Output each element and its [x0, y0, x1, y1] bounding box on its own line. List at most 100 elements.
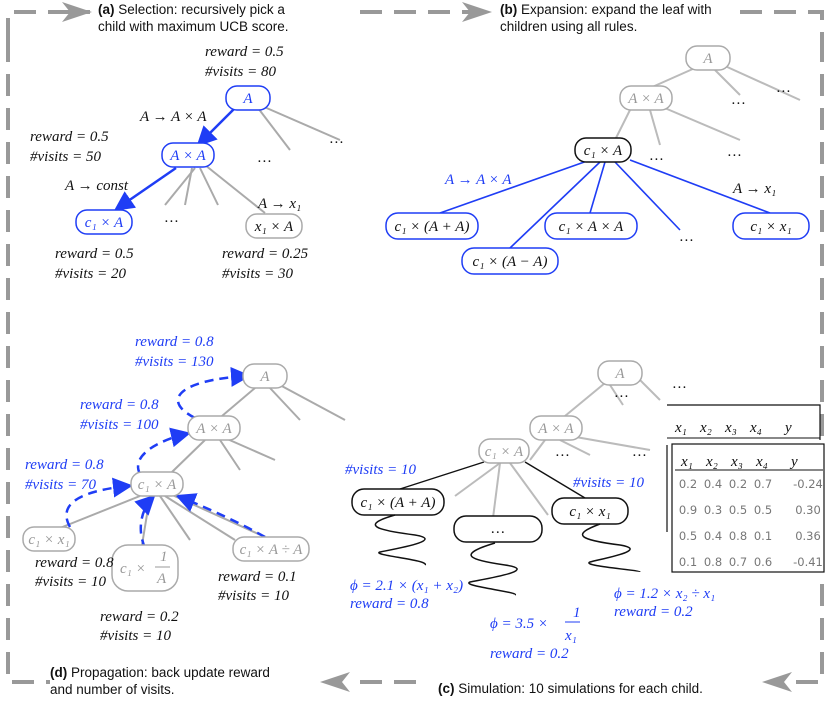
edge	[724, 65, 801, 101]
edge	[492, 462, 501, 519]
label: c₁ × A ÷ A	[240, 542, 304, 558]
table-cell: 0.7	[754, 477, 772, 491]
edge	[439, 159, 591, 214]
label: #visits = 20	[55, 266, 126, 282]
table-cell: 0.3	[704, 503, 722, 517]
node-aa	[161, 142, 215, 168]
label: #visits = 80	[205, 64, 276, 80]
table-cell: 0.30	[795, 503, 821, 517]
simulation-squiggles	[374, 514, 641, 596]
table-header: x₃	[730, 454, 743, 470]
label: c₁ × (A + A)	[395, 219, 470, 235]
table-cell: 0.4	[704, 529, 722, 543]
label: …	[330, 131, 343, 147]
table-cell: 0.7	[729, 555, 747, 569]
label: x₁	[564, 628, 577, 644]
table-cell: 0.5	[754, 503, 772, 517]
label: …	[633, 444, 646, 460]
edge	[134, 494, 156, 549]
edge	[176, 366, 251, 420]
edge	[175, 493, 266, 539]
label: reward = 0.5	[55, 246, 134, 262]
table-header: x₄	[755, 454, 768, 470]
edge	[509, 161, 601, 249]
label: A	[156, 571, 167, 587]
panel-simulation: (c) Simulation: 10 simulations for each …	[345, 360, 825, 696]
edge	[224, 437, 276, 461]
label: reward = 0.5	[205, 44, 284, 60]
tree-node	[111, 544, 179, 592]
label: c₁ × A	[485, 444, 524, 460]
table-header: y	[789, 454, 798, 470]
edge	[569, 435, 651, 451]
back-table-header: x₄	[749, 420, 762, 436]
label: reward = 0.5	[30, 129, 109, 145]
edge	[614, 109, 631, 141]
label: #visits = 10	[573, 475, 644, 491]
edge	[204, 164, 266, 214]
edge	[529, 439, 546, 461]
table-cell: 0.8	[729, 529, 747, 543]
panel-propagation: (d) Propagation: back update reward and …	[22, 334, 346, 697]
label: reward = 0.2	[614, 604, 693, 620]
label: …	[673, 376, 686, 392]
back-table-header: y	[783, 420, 792, 436]
label: reward = 0.1	[218, 569, 297, 585]
label: #visits = 100	[80, 417, 159, 433]
table-cell: 0.8	[704, 555, 722, 569]
cycle-border	[6, 10, 824, 684]
table-cell: 0.2	[729, 477, 747, 491]
label: c₁ × A	[138, 477, 177, 493]
label: c₁ × (A + A)	[361, 495, 436, 511]
label: A × A	[195, 421, 232, 437]
tree-node	[22, 526, 76, 552]
edge	[454, 379, 661, 519]
edge	[609, 384, 624, 406]
label: 1	[160, 549, 168, 565]
tree-node	[544, 212, 638, 240]
label: and number of visits.	[50, 682, 175, 697]
tree-node	[187, 415, 241, 441]
edge	[564, 382, 606, 417]
label: A	[242, 91, 253, 107]
edge	[62, 2, 92, 22]
edge	[374, 514, 426, 566]
label: ϕ = 2.1 × (x₁ + x₂)	[350, 578, 463, 594]
label: A → const	[64, 178, 129, 194]
label: #visits = 10	[35, 574, 106, 590]
label: A → x₁	[257, 196, 301, 212]
label: child with maximum UCB score.	[98, 19, 289, 34]
table-cell: 0.5	[679, 529, 697, 543]
label: c₁ × x₁	[750, 219, 791, 235]
table-cell: -0.41	[793, 555, 823, 569]
table-cell: 0.1	[679, 555, 697, 569]
table-cell: 0.4	[704, 477, 722, 491]
label: (d) Propagation: back update reward	[50, 665, 270, 680]
table-cell: 0.5	[729, 503, 747, 517]
tree-node	[685, 45, 731, 71]
label: …	[491, 521, 504, 537]
panel-selection: (a) Selection: recursively pick a child …	[30, 2, 343, 282]
label: #visits = 130	[135, 354, 214, 370]
tree-node	[478, 438, 530, 464]
edge	[589, 161, 606, 214]
label: reward = 0.2	[490, 646, 569, 662]
table-cell: 0.36	[795, 529, 821, 543]
label: c₁ × A	[584, 143, 623, 159]
label: ϕ = 1.2 × x₂ ÷ x₁	[614, 586, 715, 602]
label: reward = 0.8	[135, 334, 214, 350]
label: A	[702, 51, 713, 67]
label: A → A × A	[139, 109, 207, 125]
edge	[524, 461, 586, 499]
edge	[199, 167, 219, 206]
label: (b) Expansion: expand the leaf with	[500, 2, 712, 17]
label: x₁ × A	[254, 219, 294, 235]
tree-node	[242, 363, 288, 389]
table-cell: 0.6	[754, 555, 772, 569]
edge	[454, 462, 501, 497]
label: #visits = 70	[25, 477, 96, 493]
label: A × A	[627, 91, 664, 107]
label: A × A	[169, 148, 206, 164]
